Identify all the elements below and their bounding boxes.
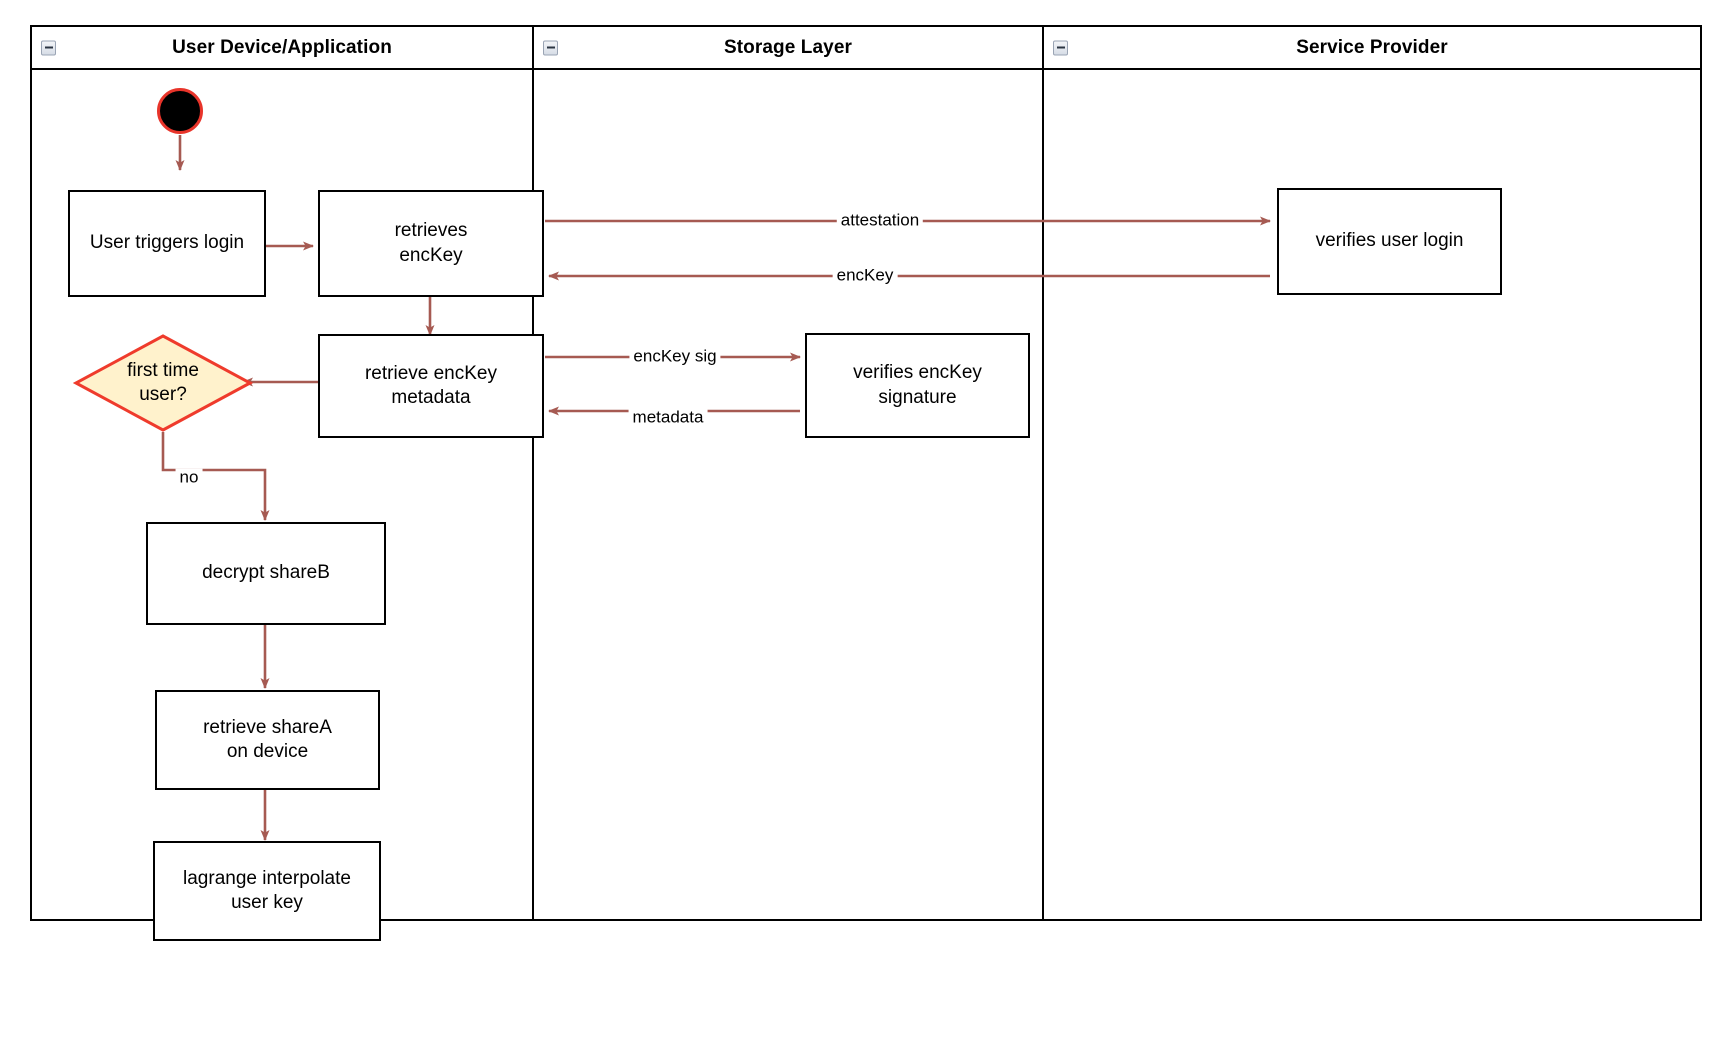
lane-user-device[interactable]: User Device/Application — [32, 27, 532, 919]
node-retrieve-sharea-on-device[interactable]: retrieve shareA on device — [155, 690, 380, 790]
node-label-line2: on device — [226, 741, 309, 762]
node-label: verifies user login — [1315, 230, 1464, 252]
minus-icon[interactable] — [41, 40, 56, 55]
minus-icon[interactable] — [1053, 40, 1068, 55]
lane-header-storage-layer[interactable]: Storage Layer — [534, 27, 1042, 70]
node-label-line2: encKey — [399, 244, 463, 266]
node-retrieves-enckey[interactable]: retrieves encKey — [318, 190, 544, 297]
lane-title-user-device: User Device/Application — [172, 36, 392, 58]
node-label-line1: retrieve encKey — [364, 362, 497, 384]
node-user-triggers-login[interactable]: User triggers login — [68, 190, 266, 297]
node-first-time-user[interactable]: first time user? — [73, 333, 253, 433]
node-decrypt-shareb[interactable]: decrypt shareB — [146, 522, 386, 625]
node-verifies-user-login[interactable]: verifies user login — [1277, 188, 1502, 295]
node-label-line1: retrieves — [394, 220, 468, 242]
lane-title-storage-layer: Storage Layer — [723, 36, 853, 58]
node-label-line2: signature — [878, 386, 957, 408]
diamond-shape — [73, 334, 253, 432]
node-label-line2: metadata — [391, 387, 471, 408]
lane-storage-layer[interactable]: Storage Layer — [532, 27, 1042, 919]
start-node[interactable] — [157, 88, 203, 134]
lane-title-service-provider: Service Provider — [1296, 36, 1448, 58]
edge-label-metadata: metadata — [628, 408, 708, 428]
node-label-line1: first time — [127, 360, 199, 382]
lane-service-provider[interactable]: Service Provider — [1042, 27, 1700, 919]
node-label-line1: verifies encKey — [853, 362, 982, 384]
edge-label-attestation: attestation — [836, 211, 924, 231]
lane-header-user-device[interactable]: User Device/Application — [32, 27, 532, 70]
node-label: decrypt shareB — [202, 562, 330, 584]
edge-label-enckey: encKey — [832, 266, 898, 286]
edge-label-no: no — [175, 468, 203, 488]
node-label-line2: user key — [231, 892, 303, 913]
edge-label-enckey-sig: encKey sig — [629, 347, 721, 367]
minus-icon[interactable] — [543, 40, 558, 55]
node-label: User triggers login — [89, 232, 245, 254]
node-label: first time user? — [73, 333, 253, 433]
node-label-line2: user? — [139, 384, 187, 405]
node-lagrange-interpolate-user-key[interactable]: lagrange interpolate user key — [153, 841, 381, 941]
node-retrieve-enckey-metadata[interactable]: retrieve encKey metadata — [318, 334, 544, 438]
node-label-line1: retrieve shareA — [203, 716, 332, 738]
node-label-line1: lagrange interpolate — [183, 867, 351, 889]
lane-header-service-provider[interactable]: Service Provider — [1044, 27, 1700, 70]
node-verifies-enckey-signature[interactable]: verifies encKey signature — [805, 333, 1030, 438]
